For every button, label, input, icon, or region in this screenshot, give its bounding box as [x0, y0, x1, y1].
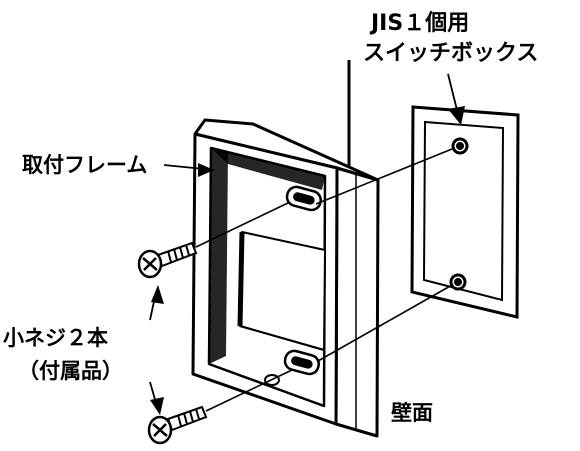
- label-screws-line2: （付属品）: [18, 359, 123, 383]
- label-mounting-frame: 取付フレーム: [22, 153, 147, 177]
- screw-lower: [147, 405, 208, 445]
- label-switch-box-line2: スイッチボックス: [363, 41, 538, 66]
- label-wall: 壁面: [391, 401, 433, 425]
- switch-box: [410, 105, 520, 319]
- leader-arrowheads: [150, 106, 465, 415]
- label-screws-line1: 小ネジ２本: [3, 326, 108, 350]
- screw-upper: [137, 241, 198, 279]
- label-switch-box-line1: JIS１個用: [369, 11, 469, 36]
- mounting-frame: [191, 118, 380, 438]
- alignment-lines: [195, 148, 453, 412]
